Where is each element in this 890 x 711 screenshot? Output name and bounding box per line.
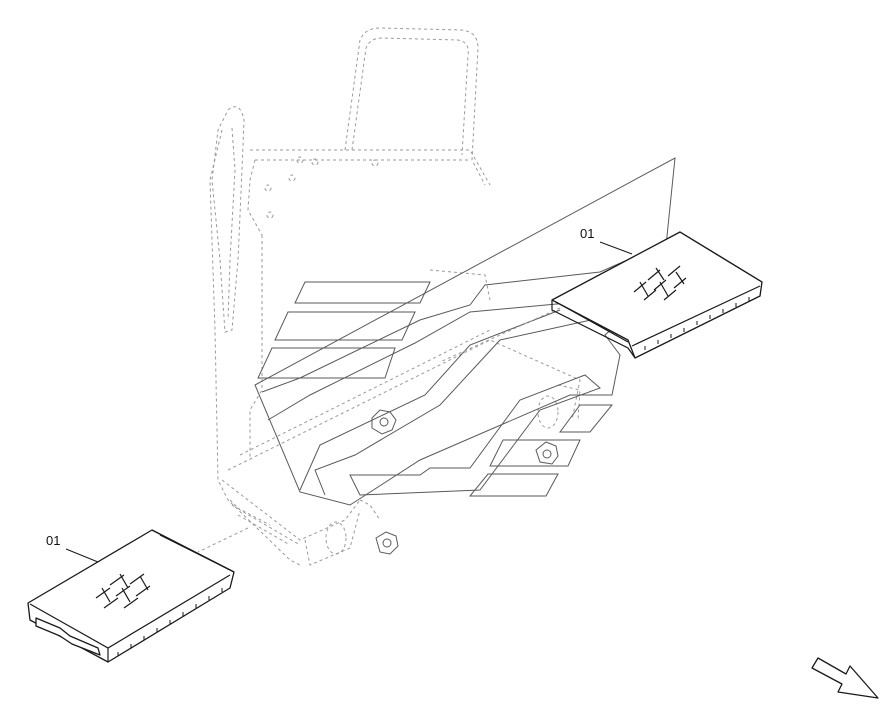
seat-frame-outline xyxy=(250,27,491,219)
step-plate-left xyxy=(27,529,235,663)
callout-label-left: 01 xyxy=(46,533,60,548)
callout-leader-left xyxy=(65,548,99,563)
tread-pattern-right xyxy=(633,265,687,301)
decal-chevron xyxy=(349,374,601,496)
lever-outline xyxy=(211,106,245,333)
callout-left: 01 xyxy=(46,533,99,563)
decal-stripe-4 xyxy=(559,404,614,433)
assembly-leader-lines xyxy=(197,307,561,553)
decal-stripe-6 xyxy=(468,473,559,497)
decal-stripe-2 xyxy=(274,311,416,341)
arrow-down-right-icon xyxy=(811,657,879,699)
decal-stripes xyxy=(257,281,614,497)
step-slot-left xyxy=(35,617,101,656)
callout-right: 01 xyxy=(580,226,633,255)
body-frame-outline xyxy=(209,129,581,566)
decal-stripe-3 xyxy=(257,347,396,379)
decal-stripe-5 xyxy=(489,439,581,467)
edge-teeth-right xyxy=(644,297,750,350)
tread-pattern-left xyxy=(95,573,151,609)
knob-icon xyxy=(371,409,559,555)
step-plate-right xyxy=(551,231,763,359)
callout-label-right: 01 xyxy=(580,226,594,241)
decal-stripe-1 xyxy=(294,281,431,304)
edge-teeth-left xyxy=(117,588,223,656)
callout-leader-right xyxy=(599,241,633,255)
